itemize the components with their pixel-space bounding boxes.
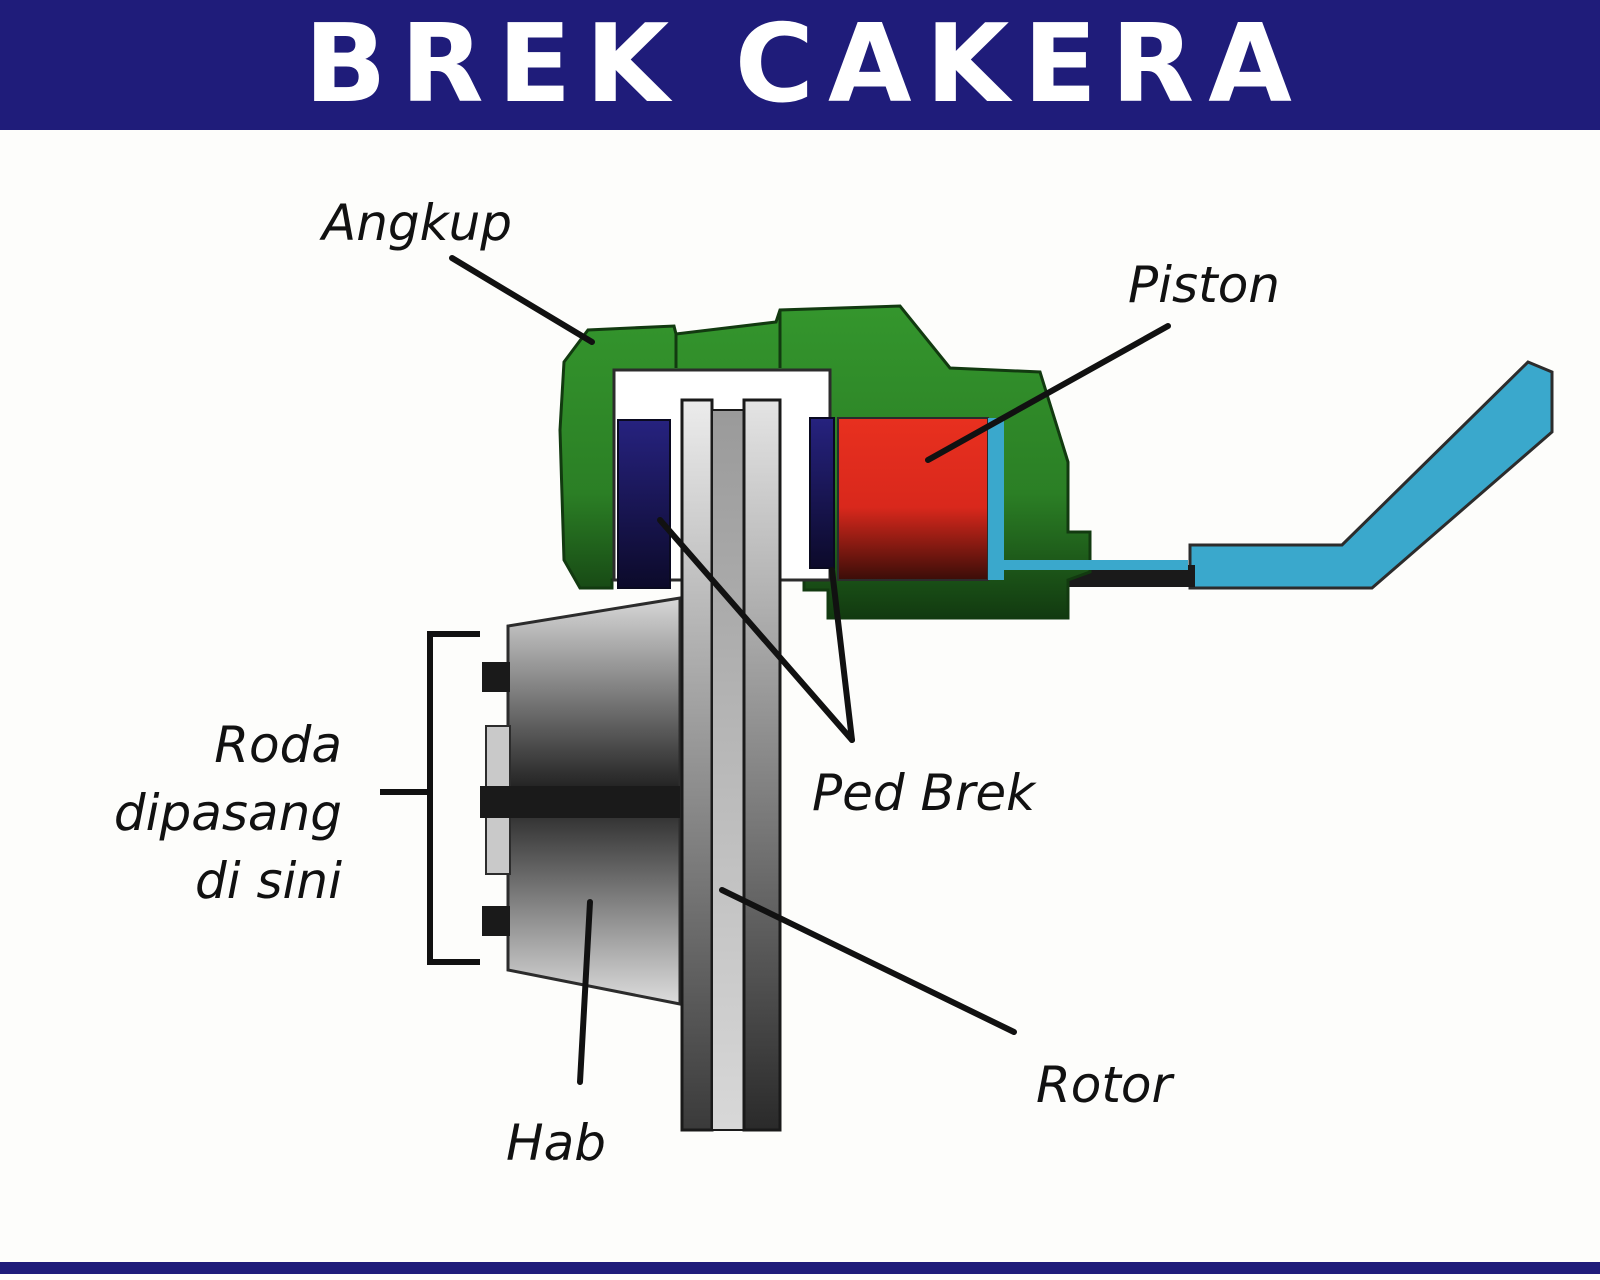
label-rotor: Rotor [1036, 1056, 1176, 1114]
bottom-rule [0, 1262, 1600, 1274]
label-wheel-line1: Roda [214, 716, 342, 774]
rotor [680, 398, 782, 1132]
label-wheel-line3: di sini [195, 852, 342, 910]
brake-line [1060, 360, 1554, 590]
brake-pads [617, 417, 835, 589]
leader-lines [449, 255, 1171, 1085]
label-caliper: Angkup [319, 194, 512, 252]
wheel-bracket [380, 631, 480, 965]
label-piston: Piston [1128, 256, 1280, 314]
hub [480, 596, 682, 1006]
piston [837, 417, 1188, 581]
page-title: BREK CAKERA [304, 2, 1306, 127]
label-hub: Hab [506, 1114, 606, 1172]
label-wheel-line2: dipasang [114, 784, 342, 842]
label-brake-pad: Ped Brek [812, 764, 1037, 822]
title-banner: BREK CAKERA [0, 0, 1600, 130]
